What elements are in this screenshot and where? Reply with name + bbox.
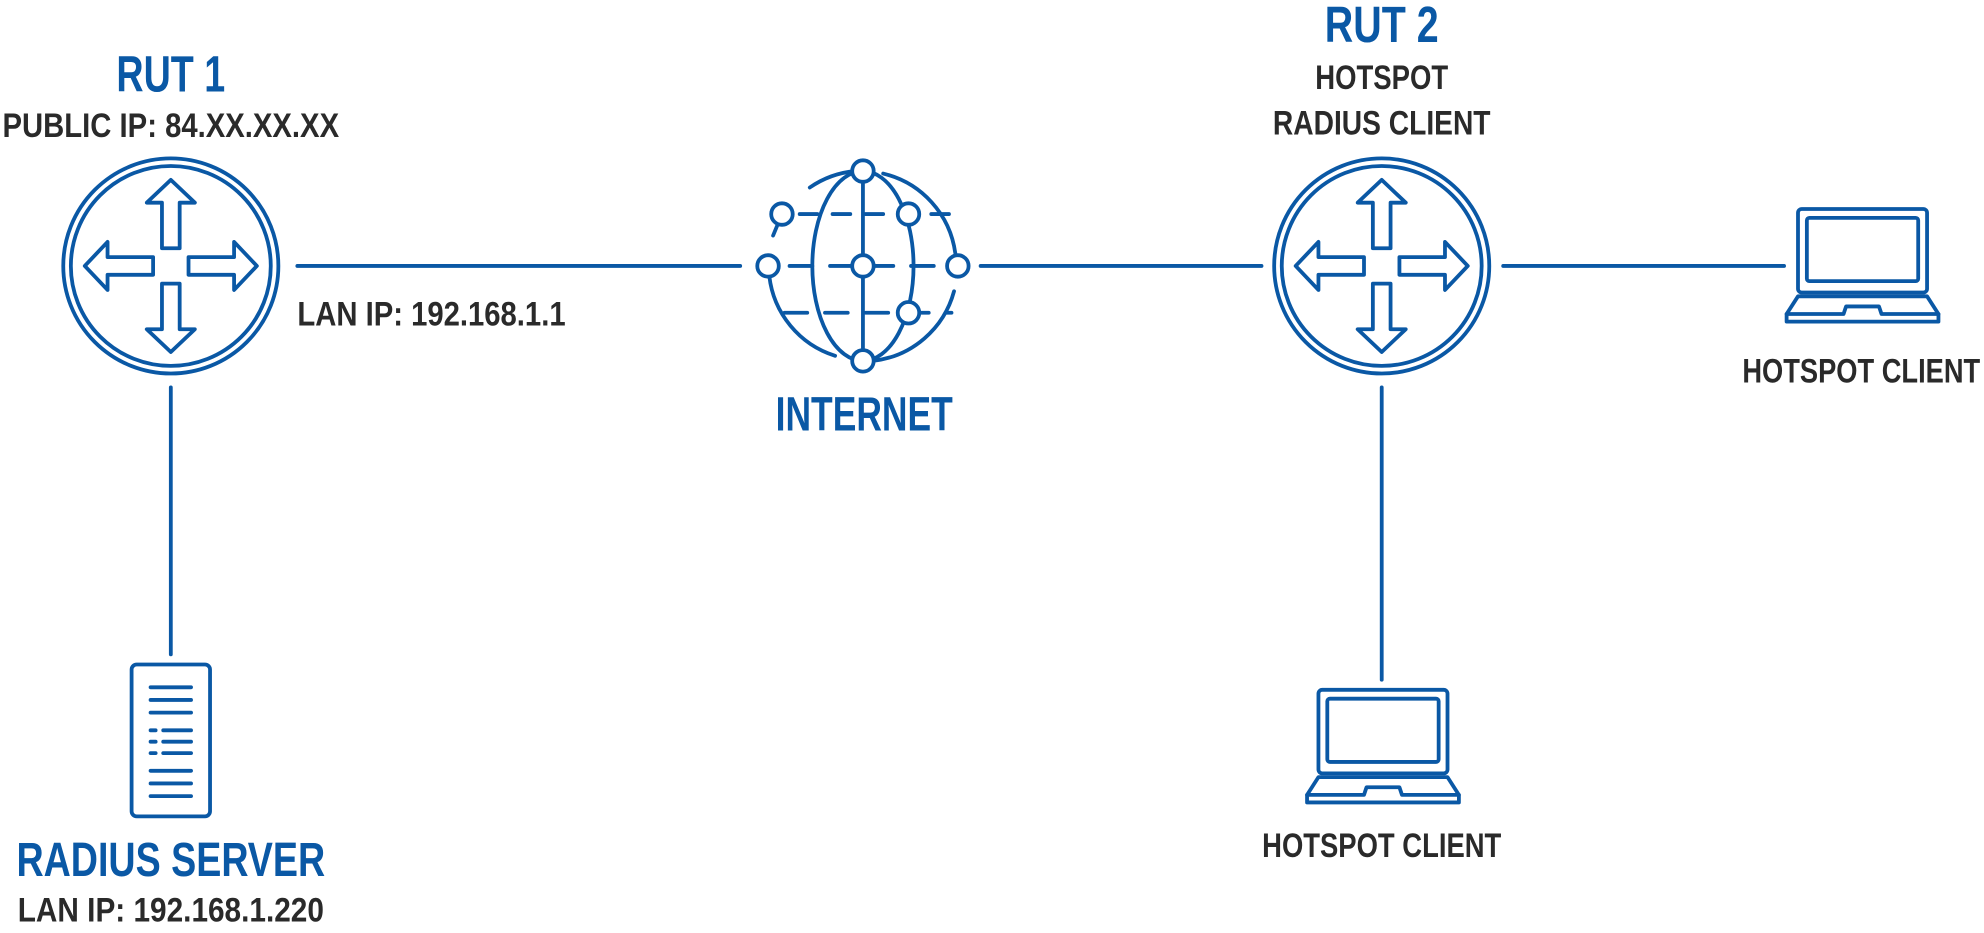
radius-server-lan-ip: LAN IP: 192.168.1.220 [18, 891, 324, 929]
laptop-icon [1784, 207, 1941, 324]
laptop-icon [1305, 687, 1461, 805]
rut1-public-ip: PUBLIC IP: 84.XX.XX.XX [3, 107, 340, 145]
rut2-title: RUT 2 [1325, 0, 1439, 53]
rut2-role-hotspot: HOTSPOT [1315, 59, 1448, 97]
hotspot-client-right-label: HOTSPOT CLIENT [1742, 352, 1980, 390]
globe-network-icon [755, 158, 971, 374]
hotspot-client-bottom-label: HOTSPOT CLIENT [1262, 827, 1501, 865]
radius-server-title: RADIUS SERVER [16, 833, 325, 887]
router-icon [63, 158, 278, 373]
rut1-lan-ip: LAN IP: 192.168.1.1 [297, 295, 565, 333]
server-icon [129, 662, 212, 819]
rut2-role-radius-client: RADIUS CLIENT [1273, 104, 1491, 142]
router-icon [1274, 158, 1489, 373]
rut1-title: RUT 1 [116, 45, 225, 102]
internet-label: INTERNET [776, 387, 953, 441]
